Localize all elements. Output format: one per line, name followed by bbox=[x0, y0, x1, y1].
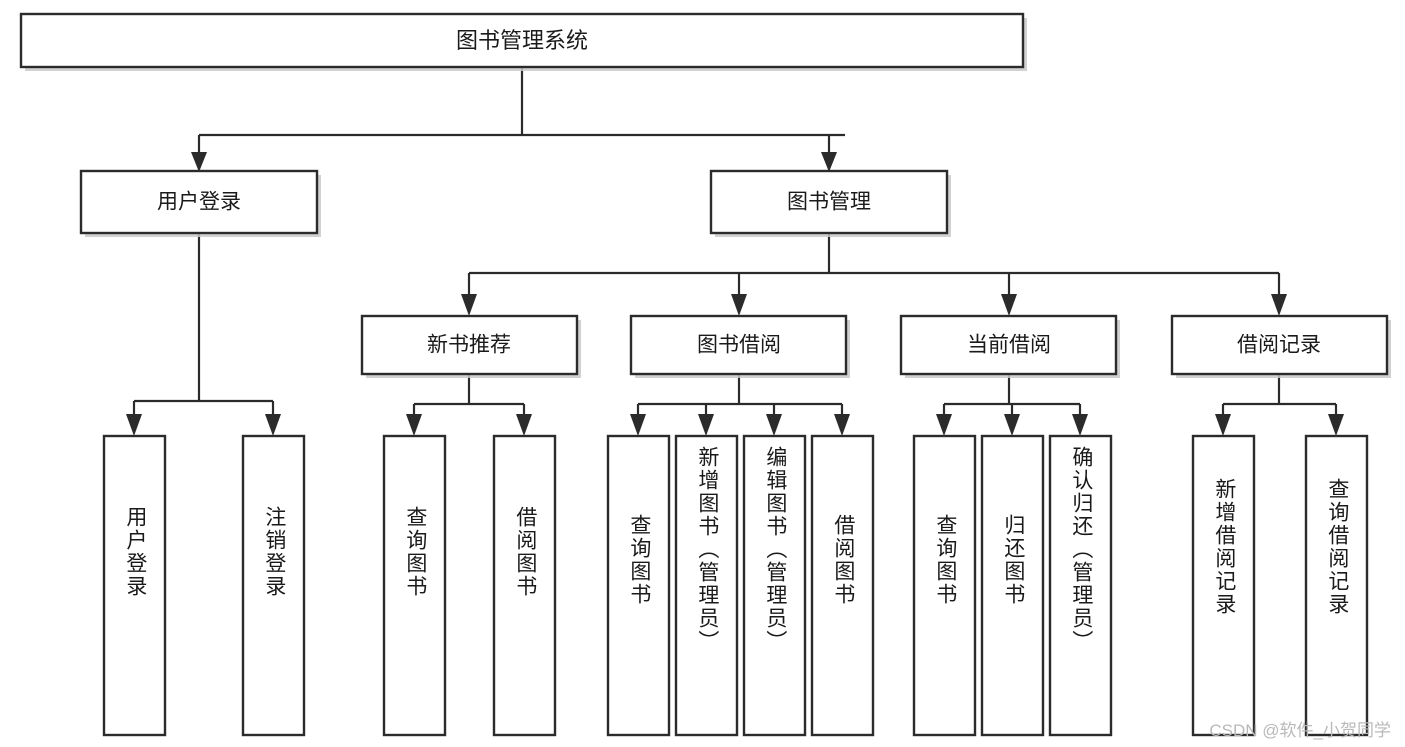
arrow-cb-leaf-2 bbox=[1072, 414, 1088, 436]
connector-group-root bbox=[191, 67, 845, 172]
leaf-box-borrow-record-1[interactable] bbox=[1304, 434, 1369, 737]
leaf-box-new-book-1[interactable] bbox=[492, 434, 557, 737]
node-borrow-record-label: 借阅记录 bbox=[1237, 334, 1321, 357]
arrow-bm-child-2 bbox=[1001, 294, 1017, 316]
node-current-borrow-label: 当前借阅 bbox=[967, 334, 1051, 357]
leaf-box-current-borrow-1[interactable] bbox=[980, 434, 1045, 737]
arrow-root-to-book-mgmt bbox=[821, 152, 837, 172]
connector-group-book-borrow bbox=[630, 374, 850, 436]
arrow-ul-leaf-1 bbox=[265, 414, 281, 436]
arrow-nb-leaf-1 bbox=[516, 414, 532, 436]
leaf-box-book-borrow-0[interactable] bbox=[606, 434, 671, 737]
arrow-bm-child-1 bbox=[731, 294, 747, 316]
leaf-box-user-login-1[interactable] bbox=[241, 434, 306, 737]
node-root-label: 图书管理系统 bbox=[456, 28, 588, 53]
connector-group-borrow-record bbox=[1215, 374, 1344, 436]
node-root[interactable]: 图书管理系统 bbox=[19, 12, 1027, 71]
leaf-box-user-login-0[interactable] bbox=[102, 434, 167, 737]
node-new-book-recommend[interactable]: 新书推荐 bbox=[360, 314, 581, 378]
arrow-cb-leaf-0 bbox=[936, 414, 952, 436]
node-book-borrow-label: 图书借阅 bbox=[697, 334, 781, 357]
arrow-bm-child-0 bbox=[461, 294, 477, 316]
leaf-box-borrow-record-0[interactable] bbox=[1191, 434, 1256, 737]
node-user-login[interactable]: 用户登录 bbox=[79, 169, 321, 237]
connector-group-new-book bbox=[406, 374, 532, 436]
arrow-bb-leaf-3 bbox=[834, 414, 850, 436]
arrow-root-to-user-login bbox=[191, 152, 207, 172]
arrow-bb-leaf-2 bbox=[766, 414, 782, 436]
node-current-borrow[interactable]: 当前借阅 bbox=[899, 314, 1120, 378]
leaf-box-book-borrow-1[interactable] bbox=[674, 434, 739, 737]
node-book-borrow[interactable]: 图书借阅 bbox=[629, 314, 850, 378]
leaf-box-new-book-0[interactable] bbox=[382, 434, 447, 737]
leaf-box-current-borrow-2[interactable] bbox=[1048, 434, 1113, 737]
leaf-box-group bbox=[102, 434, 1369, 737]
arrow-cb-leaf-1 bbox=[1004, 414, 1020, 436]
node-book-management[interactable]: 图书管理 bbox=[709, 169, 951, 237]
leaf-box-book-borrow-3[interactable] bbox=[810, 434, 875, 737]
node-borrow-record[interactable]: 借阅记录 bbox=[1170, 314, 1391, 378]
arrow-ul-leaf-0 bbox=[126, 414, 142, 436]
arrow-br-leaf-1 bbox=[1328, 414, 1344, 436]
leaf-box-book-borrow-2[interactable] bbox=[742, 434, 807, 737]
leaf-box-current-borrow-0[interactable] bbox=[912, 434, 977, 737]
node-book-management-label: 图书管理 bbox=[787, 191, 871, 214]
node-new-book-recommend-label: 新书推荐 bbox=[427, 334, 511, 357]
arrow-bb-leaf-1 bbox=[698, 414, 714, 436]
node-user-login-label: 用户登录 bbox=[157, 191, 241, 214]
connector-group-user-login bbox=[126, 233, 281, 436]
arrow-bm-child-3 bbox=[1271, 294, 1287, 316]
connector-group-book-mgmt bbox=[461, 233, 1287, 316]
arrow-bb-leaf-0 bbox=[630, 414, 646, 436]
connector-group-current-borrow bbox=[936, 374, 1088, 436]
arrow-br-leaf-0 bbox=[1215, 414, 1231, 436]
arrow-nb-leaf-0 bbox=[406, 414, 422, 436]
